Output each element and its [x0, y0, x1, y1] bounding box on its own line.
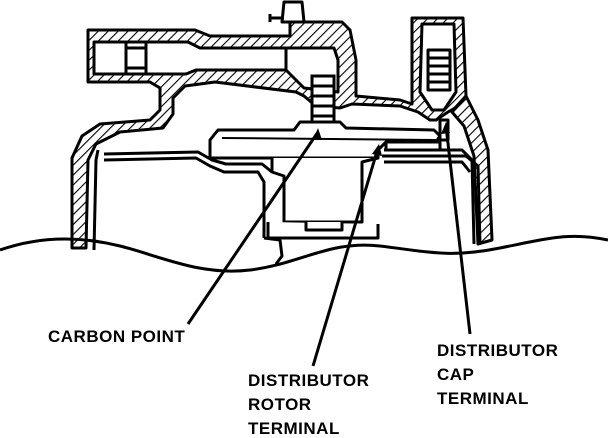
leader-arrowheads: [313, 122, 450, 156]
label-distributor-cap-terminal-line2: CAP: [437, 365, 474, 384]
leader-cap-terminal: [444, 125, 472, 335]
distributor-housing: [92, 148, 482, 265]
leader-rotor-terminal: [311, 147, 380, 367]
label-distributor-cap-terminal-line1: DISTRIBUTOR: [437, 341, 558, 360]
leader-carbon-point: [186, 131, 320, 325]
label-distributor-rotor-terminal-line2: ROTOR: [248, 395, 312, 414]
distributor-cap-body: [70, 0, 494, 250]
label-distributor-cap-terminal-line3: TERMINAL: [437, 389, 529, 408]
distributor-rotor: [208, 118, 450, 240]
leader-lines: [186, 125, 472, 367]
section-break-line: [0, 234, 608, 273]
label-carbon-point: CARBON POINT: [48, 327, 185, 346]
label-distributor-rotor-terminal-line1: DISTRIBUTOR: [248, 371, 369, 390]
label-distributor-rotor-terminal-line3: TERMINAL: [248, 419, 340, 438]
